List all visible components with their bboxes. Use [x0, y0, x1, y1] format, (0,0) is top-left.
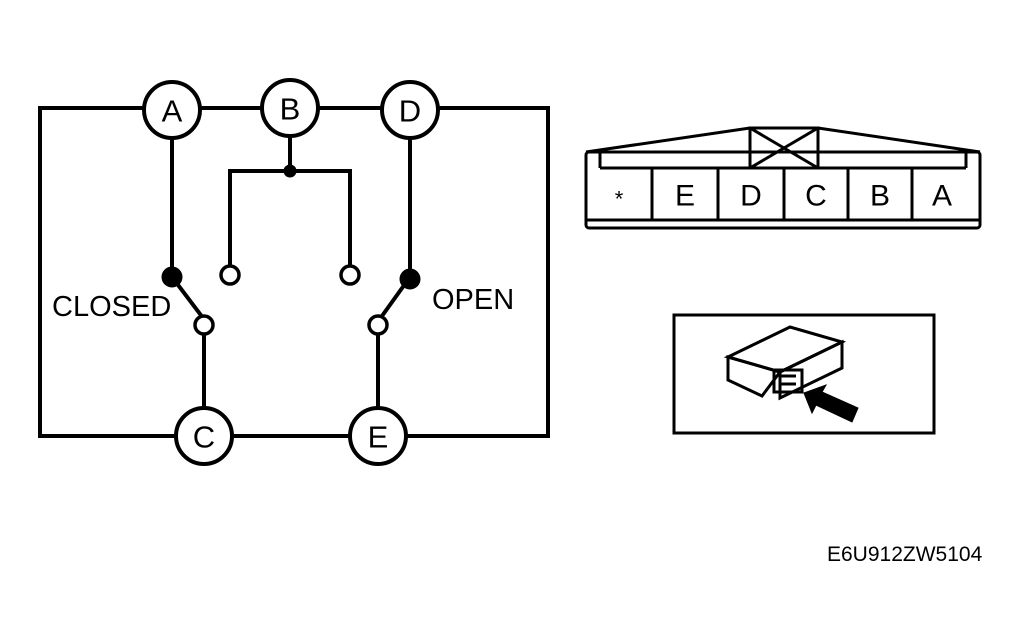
component-box-side — [778, 339, 844, 401]
terminal-e: E — [348, 406, 408, 466]
contact-b-left — [219, 264, 241, 286]
connector-latch-cross-2 — [749, 126, 819, 170]
connector-cell-label: C — [805, 180, 827, 213]
contact-b-right — [339, 264, 361, 286]
connector-cell-label: B — [870, 180, 890, 213]
open-switch-pivot — [399, 268, 421, 290]
terminal-c: C — [174, 406, 234, 466]
terminal-c-label: C — [193, 420, 215, 455]
connector-cell-label: * — [615, 187, 624, 212]
figure-code: E6U912ZW5104 — [827, 543, 983, 566]
connector-cell-label: A — [932, 180, 952, 213]
terminal-a: A — [142, 80, 202, 140]
contact-e — [367, 314, 389, 336]
connector-body — [584, 150, 982, 230]
closed-switch-pivot — [161, 266, 183, 288]
contact-c — [193, 314, 215, 336]
terminal-a-label: A — [162, 94, 183, 129]
component-box-front — [726, 355, 783, 398]
arrow-icon — [803, 384, 859, 423]
terminal-b: B — [260, 78, 320, 138]
terminal-b-label: B — [280, 92, 301, 127]
component-illustration — [672, 313, 936, 435]
component-socket — [772, 368, 804, 394]
connector-cell-label: D — [740, 180, 762, 213]
open-label: OPEN — [432, 284, 514, 316]
terminal-d-label: D — [399, 94, 421, 129]
closed-label: CLOSED — [52, 291, 171, 323]
terminal-d: D — [380, 80, 440, 140]
illustration-frame — [672, 313, 936, 435]
connector-cell-label: E — [675, 180, 695, 213]
terminal-e-label: E — [368, 420, 389, 455]
connector-face: * E D C B A — [584, 126, 982, 230]
